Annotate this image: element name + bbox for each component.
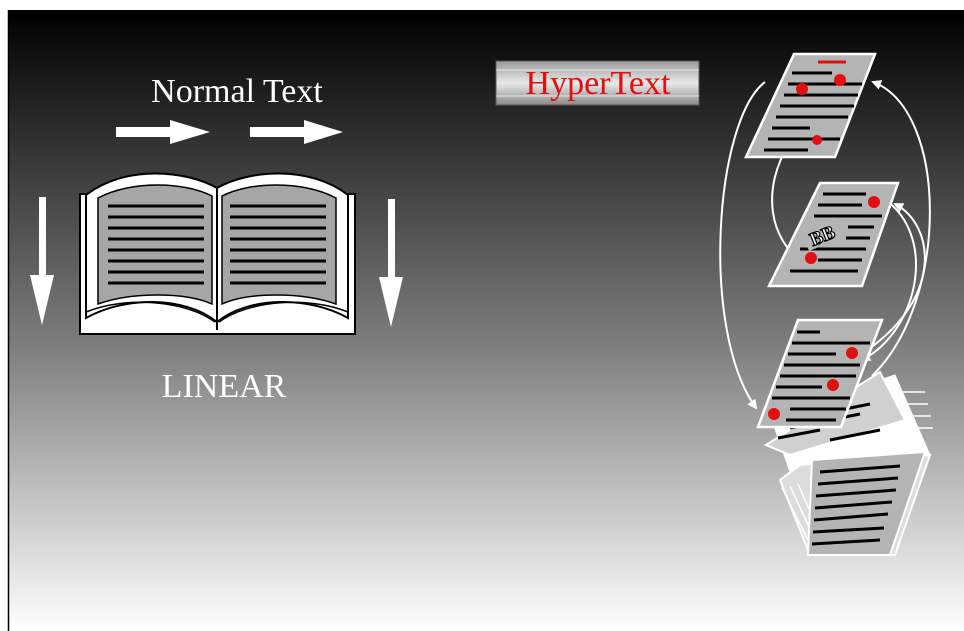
hyperlink-arrow-icon bbox=[871, 80, 931, 377]
open-book-icon bbox=[79, 172, 356, 335]
link-dot bbox=[812, 135, 822, 145]
normal-text-heading: Normal Text bbox=[151, 73, 323, 110]
link-dot bbox=[834, 74, 846, 86]
hyperlink-arrow-icon bbox=[719, 81, 766, 410]
hyperlink-arrows bbox=[719, 80, 931, 410]
link-dot bbox=[805, 252, 817, 264]
hypertext-banner-label: HyperText bbox=[526, 65, 671, 102]
right-arrow-icon bbox=[250, 120, 343, 144]
hyperlink-arrow-icon bbox=[860, 194, 917, 361]
document-page: BB bbox=[766, 181, 900, 288]
hypertext-banner: HyperText bbox=[495, 60, 700, 106]
right-arrow-icon bbox=[116, 120, 210, 144]
document-page bbox=[744, 52, 877, 159]
link-dot bbox=[768, 408, 780, 420]
linear-caption: LINEAR bbox=[162, 368, 287, 405]
link-dot bbox=[796, 83, 808, 95]
link-dot bbox=[827, 379, 839, 391]
down-arrow-icon bbox=[379, 199, 403, 327]
down-arrow-icon bbox=[30, 197, 54, 325]
link-dot bbox=[868, 196, 880, 208]
hyperlink-arrow-icon bbox=[859, 203, 926, 356]
document-page bbox=[756, 318, 884, 429]
link-dot bbox=[846, 347, 858, 359]
